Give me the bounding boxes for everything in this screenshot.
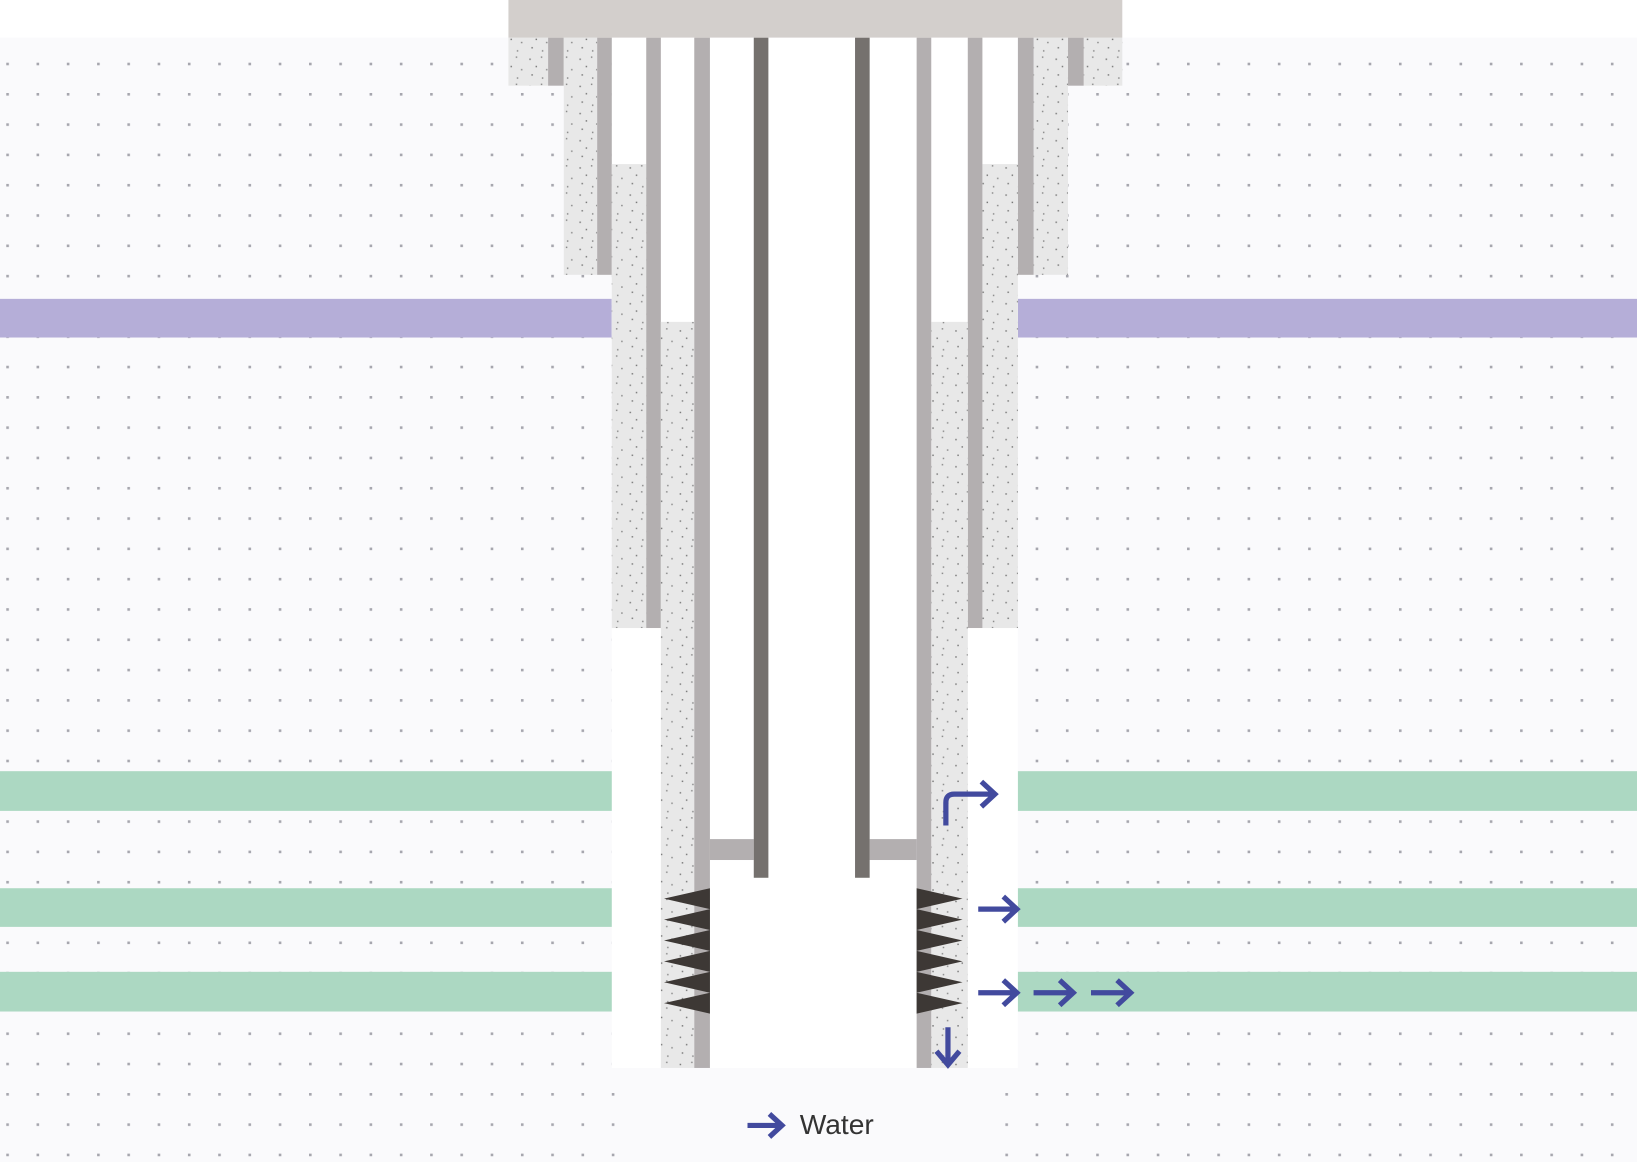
confining-layer-left: [0, 298, 612, 338]
aquifer-3-left: [0, 971, 661, 1012]
surface-casing-right: [1017, 37, 1034, 275]
conductor-casing-left: [548, 37, 564, 86]
surface-grout-right: [1033, 37, 1069, 275]
perforations-right: [916, 888, 963, 1014]
packer-left: [709, 839, 754, 861]
intermediate-casing-right: [967, 37, 983, 629]
legend-area: [636, 1067, 980, 1162]
aquifer-2-right: [967, 888, 1637, 927]
perforations-left: [663, 888, 710, 1014]
confining-layer-right: [1017, 298, 1637, 338]
wellhead-cap: [508, 0, 1123, 38]
bent-arrow-icon: [943, 779, 999, 826]
aquifer-1-left: [0, 771, 661, 811]
arrow-down-icon: [934, 1027, 962, 1069]
arrow-right-icon: [747, 1112, 786, 1139]
tubing-right: [855, 37, 870, 878]
conductor-casing-right: [1068, 37, 1084, 86]
aquifer-2-left: [0, 888, 661, 927]
legend: Water: [747, 1108, 874, 1140]
aquifer-3-right: [967, 971, 1637, 1012]
aquifer-1-right: [967, 771, 1637, 811]
legend-label-water: Water: [800, 1108, 874, 1140]
production-casing-left: [694, 37, 710, 1068]
surface-grout-collar-left: [508, 37, 549, 86]
intermediate-casing-left: [646, 37, 661, 629]
surface-grout-left: [563, 37, 598, 275]
surface-grout-collar-right: [1083, 37, 1123, 86]
tubing-left: [753, 37, 769, 878]
intermediate-grout-right: [982, 164, 1018, 629]
water-flow-arrows: [934, 779, 1135, 1069]
packer-right: [869, 839, 917, 861]
arrow-right-icon: [1033, 978, 1078, 1008]
intermediate-grout-left: [611, 164, 647, 629]
production-casing-right: [916, 37, 932, 1068]
surface-casing-left: [597, 37, 612, 275]
arrow-right-icon: [978, 894, 1021, 924]
arrow-right-icon: [978, 978, 1021, 1008]
arrow-right-icon: [1090, 978, 1135, 1008]
